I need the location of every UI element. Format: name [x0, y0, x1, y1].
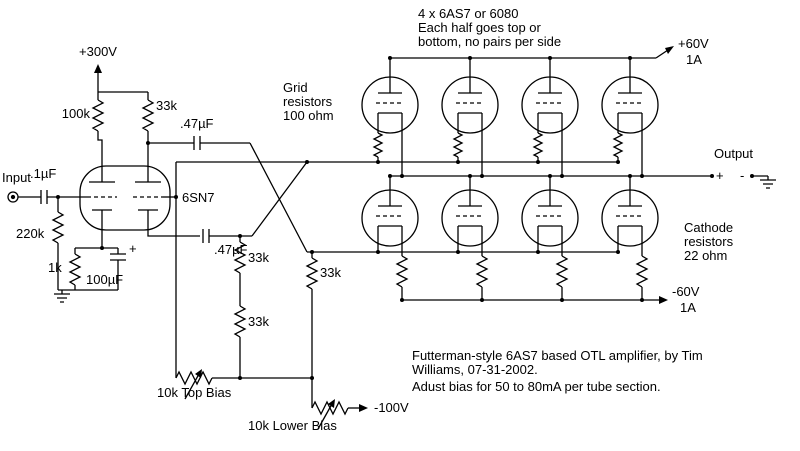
- supply-top-current: 1A: [686, 52, 702, 67]
- resistor-33k-a-label: 33k: [248, 250, 269, 265]
- output-ground-symbol: [752, 175, 776, 189]
- grid-resistor-icon: [613, 132, 623, 158]
- resistor-1k-icon: [69, 253, 81, 286]
- output-tube-top-4-icon: [601, 76, 659, 134]
- input-cap-icon: [40, 190, 48, 204]
- resistor-33k-c-label: 33k: [320, 265, 341, 280]
- cathode-resistors-label-1: Cathode: [684, 220, 733, 235]
- cathode-resistors-label-3: 22 ohm: [684, 248, 727, 263]
- resistor-33k-b-label: 33k: [248, 314, 269, 329]
- input-connector-icon: [7, 191, 19, 203]
- footer-note-line1: Futterman-style 6AS7 based OTL amplifier…: [412, 348, 703, 363]
- tube-note-line2: Each half goes top or: [418, 20, 542, 35]
- output-minus-label: -: [740, 168, 744, 183]
- column2-leads: [457, 58, 483, 300]
- supply-top-label: +60V: [678, 36, 709, 51]
- supply-bottom-current: 1A: [680, 300, 696, 315]
- top-supply-rail: [390, 49, 669, 59]
- crossover-wires: [249, 142, 308, 253]
- input-cap-label: .1µF: [30, 166, 56, 181]
- resistor-220k-label: 220k: [16, 226, 45, 241]
- arrow-right-100v: [359, 404, 368, 412]
- footer-note-line2: Williams, 07-31-2002.: [412, 362, 538, 377]
- tube-note-line3: bottom, no pairs per side: [418, 34, 561, 49]
- lower-bias-pot-label: 10k Lower Bias: [248, 418, 337, 433]
- coupling-cap-top-label: .47µF: [180, 116, 214, 131]
- arrow-up-300v: [94, 64, 102, 73]
- top-bias-wiper: [184, 373, 200, 400]
- grid-resistors-label-3: 100 ohm: [283, 108, 334, 123]
- output-tube-bottom-4-icon: [601, 189, 659, 247]
- resistor-100k-label: 100k: [62, 106, 91, 121]
- resistor-33k-c-icon: [306, 257, 318, 290]
- wire-segments: [7, 46, 776, 430]
- top-bias-wiper-arrow: [195, 369, 202, 378]
- resistor-33k-plate-icon: [142, 99, 154, 132]
- top-bias-pot-label: 10k Top Bias: [157, 385, 232, 400]
- grid-resistors-label-2: resistors: [283, 94, 333, 109]
- grid-resistor-icon: [533, 132, 543, 158]
- grid-resistor-icon: [373, 132, 383, 158]
- tube-note-line1: 4 x 6AS7 or 6080: [418, 6, 518, 21]
- b-plus-rail: [97, 70, 148, 93]
- resistor-100k-leads: [97, 92, 103, 166]
- cathode-network-wires: [74, 230, 119, 290]
- cathode-resistor-icon: [396, 255, 408, 288]
- column4-leads: [617, 58, 643, 300]
- supply-plate-label: +300V: [79, 44, 117, 59]
- resistor-33k-b-icon: [234, 305, 246, 338]
- lower-bias-wiper: [317, 403, 333, 430]
- input-label: Input: [2, 170, 31, 185]
- junction-dots: [56, 56, 754, 380]
- coupling-cap-bottom-icon: [202, 229, 210, 243]
- output-tube-bottom-3-icon: [521, 189, 579, 247]
- coupling-cap-top-icon: [193, 136, 201, 150]
- resistor-1k-label: 1k: [48, 260, 62, 275]
- resistor-100k-icon: [92, 99, 104, 132]
- supply-bias-label: -100V: [374, 400, 409, 415]
- bypass-cap-polarity: +: [129, 241, 137, 256]
- footer-note-line3: Adust bias for 50 to 80mA per tube secti…: [412, 379, 661, 394]
- coupling-bottom-wire: [147, 230, 252, 237]
- cathode-resistor-icon: [636, 255, 648, 288]
- column3-leads: [537, 58, 563, 300]
- grid-resistor-icon: [453, 132, 463, 158]
- labels: 4 x 6AS7 or 6080 Each half goes top or b…: [2, 6, 753, 433]
- cathode-resistors-label-2: resistors: [684, 234, 734, 249]
- output-label: Output: [714, 146, 753, 161]
- resistor-220k-icon: [52, 211, 64, 244]
- driver-tube-label: 6SN7: [182, 190, 215, 205]
- resistor-33k-plate-label: 33k: [156, 98, 177, 113]
- coupling-cap-bottom-label: .47µF: [214, 242, 248, 257]
- arrow-60v-plus: [665, 46, 674, 54]
- output-tube-top-2-icon: [441, 76, 499, 134]
- ground-symbol-left: [54, 289, 118, 303]
- arrow-60v-minus: [659, 296, 668, 304]
- output-plus-label: +: [716, 168, 724, 183]
- output-tube-bottom-2-icon: [441, 189, 499, 247]
- cathode-resistor-icon: [476, 255, 488, 288]
- supply-bottom-label: -60V: [672, 284, 700, 299]
- output-tube-top-3-icon: [521, 76, 579, 134]
- output-tube-bottom-1-icon: [361, 189, 419, 247]
- bypass-cap-label: 100µF: [86, 272, 123, 287]
- driver-tube-6sn7-icon: [79, 165, 171, 231]
- output-tube-top-1-icon: [361, 76, 419, 134]
- bypass-cap-icon: [110, 253, 126, 261]
- grid-resistors-label-1: Grid: [283, 80, 308, 95]
- cathode-resistor-icon: [556, 255, 568, 288]
- lower-bias-wiper-arrow: [328, 399, 335, 408]
- column1-leads: [377, 58, 403, 300]
